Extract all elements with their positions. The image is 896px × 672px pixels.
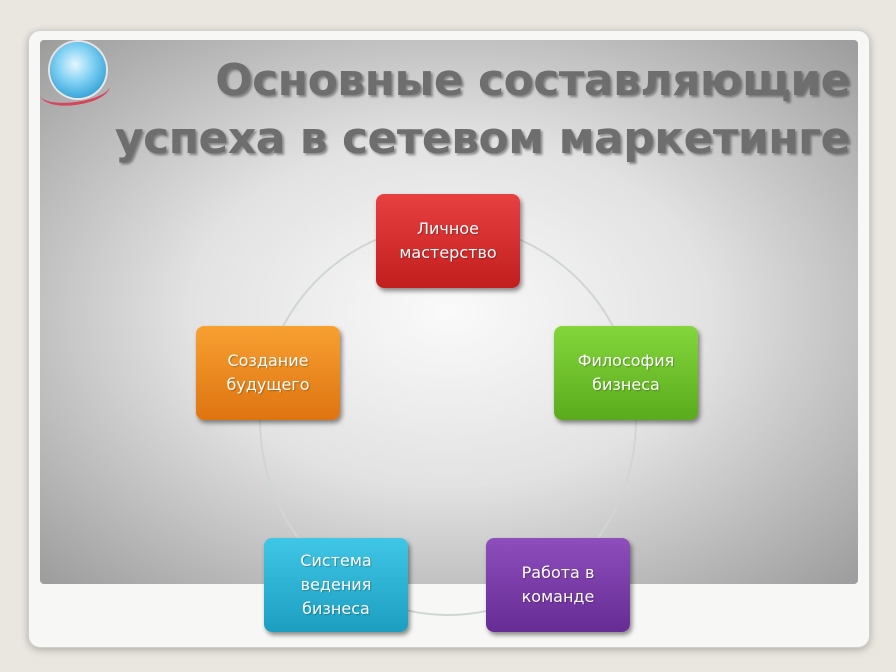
- node-personal-mastery-line-2: мастерство: [399, 243, 497, 262]
- globe-logo-icon: [50, 42, 106, 98]
- node-personal-mastery-line-1: Личное: [417, 219, 479, 238]
- node-personal-mastery: Личное мастерство: [376, 194, 520, 288]
- node-business-philosophy: Философия бизнеса: [554, 326, 698, 420]
- node-creating-future: Создание будущего: [196, 326, 340, 420]
- node-business-system-line-3: бизнеса: [302, 599, 370, 618]
- node-creating-future-line-2: будущего: [226, 375, 310, 394]
- node-creating-future-line-1: Создание: [227, 351, 309, 370]
- node-business-system-line-2: ведения: [300, 575, 372, 594]
- slide-title-line-2: успеха в сетевом маркетинге: [114, 113, 851, 164]
- node-teamwork: Работа в команде: [486, 538, 630, 632]
- slide-panel: [40, 40, 858, 584]
- node-teamwork-line-2: команде: [521, 587, 595, 606]
- node-business-system-line-1: Система: [300, 551, 372, 570]
- node-business-philosophy-line-2: бизнеса: [592, 375, 660, 394]
- slide-title: Основные составляющие успеха в сетевом м…: [80, 52, 851, 168]
- node-business-philosophy-line-1: Философия: [577, 351, 675, 370]
- node-business-system: Система ведения бизнеса: [264, 538, 408, 632]
- node-teamwork-line-1: Работа в: [521, 563, 595, 582]
- slide-title-line-1: Основные составляющие: [215, 55, 850, 106]
